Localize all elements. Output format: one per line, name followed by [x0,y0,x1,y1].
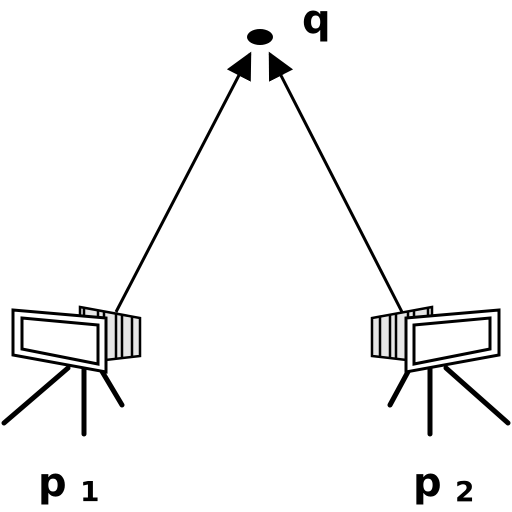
camera-lens-frame-p1 [20,316,100,366]
camera-p1-subscript: 1 [80,475,99,508]
point-q [247,29,273,45]
ray-p2-to-q [268,51,404,313]
camera-p2: p 2 [370,305,511,508]
camera-lens-frame-p2 [412,316,492,366]
tripod-p1 [1,365,125,437]
camera-p1: p 1 [1,305,142,508]
camera-p2-subscript: 2 [455,475,474,508]
camera-p2-label: p [413,460,442,506]
point-q-label: q [302,0,331,43]
ray-p1-to-q [114,51,252,313]
camera-p1-label: p [38,460,67,506]
tripod-p2 [387,365,511,437]
